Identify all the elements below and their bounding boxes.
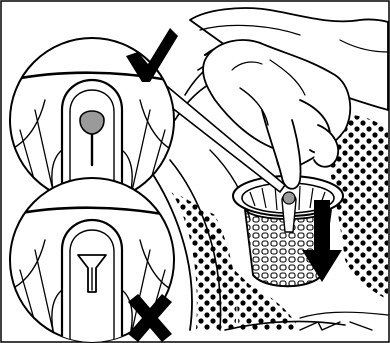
valve-head-seated (80, 111, 104, 134)
